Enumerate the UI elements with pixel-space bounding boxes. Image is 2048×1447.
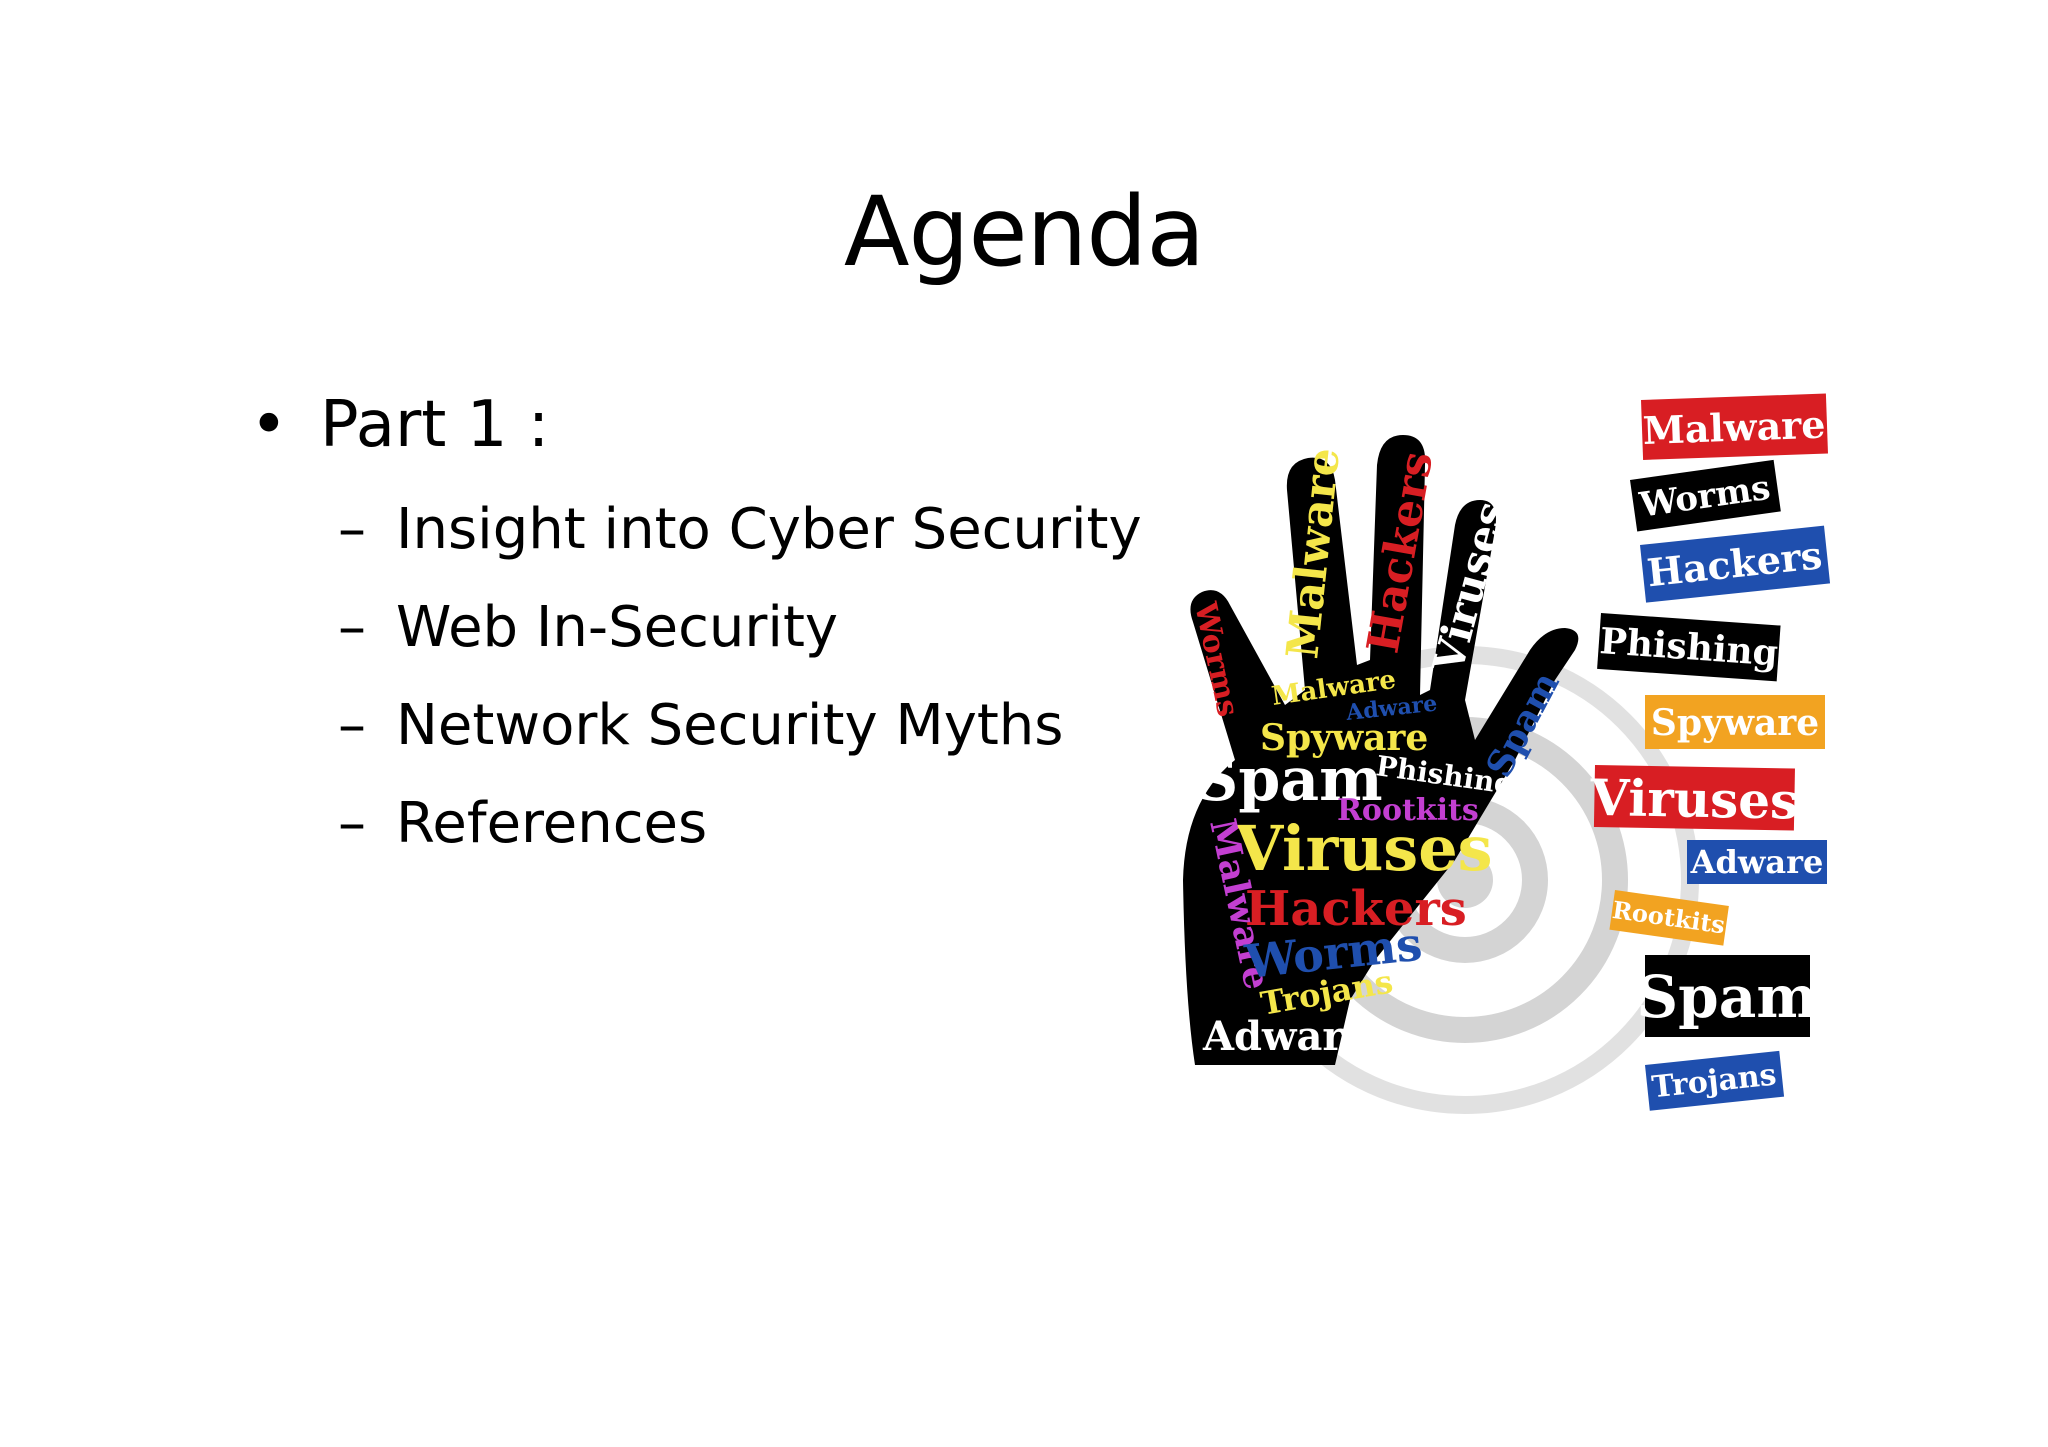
sub-item-text: Web In-Security [396,595,839,660]
tag: Phishing [1597,613,1781,682]
tag-label: Spam [1636,963,1817,1031]
hand-word: Spyware [1260,717,1428,759]
tag: Adware [1687,840,1827,884]
hand-word: Spam [1195,745,1383,815]
hand-word: Hackers [1245,881,1467,937]
tag: Worms [1630,459,1781,532]
hand-word: Rootkits [1337,793,1479,828]
hand-word: Hackers [1358,448,1444,657]
tag: Viruses [1589,765,1799,831]
bullet-text: Part 1 : [320,388,550,462]
hand-word: Viruses [1234,812,1493,885]
sub-item-marker: – [338,595,366,660]
sub-item-text: Insight into Cyber Security [396,497,1142,562]
sub-item-text: References [396,791,708,856]
tag: Spyware [1645,695,1825,749]
tag: Rootkits [1609,890,1729,946]
hand-word: Adware [1202,1013,1369,1060]
bullet-marker: • [250,388,288,462]
sub-item-marker: – [338,791,366,856]
hand-silhouette [1183,435,1579,1065]
tag: Malware [1641,393,1828,460]
tag: Trojans [1645,1050,1785,1111]
slide-title: Agenda [843,176,1205,288]
target-center [1437,852,1493,908]
tag: Hackers [1640,525,1831,603]
sub-item-marker: – [338,693,366,758]
tag-label: Adware [1690,843,1824,881]
sub-item-marker: – [338,497,366,562]
tag-label: Spyware [1651,702,1819,744]
sub-item-text: Network Security Myths [396,693,1064,758]
tag: Spam [1636,955,1818,1037]
malware-hand-illustration: Worms Malware Hackers Viruses Spam Malwa… [1135,360,1895,1140]
tag-label: Malware [1642,402,1826,453]
tag-label: Viruses [1589,768,1799,831]
